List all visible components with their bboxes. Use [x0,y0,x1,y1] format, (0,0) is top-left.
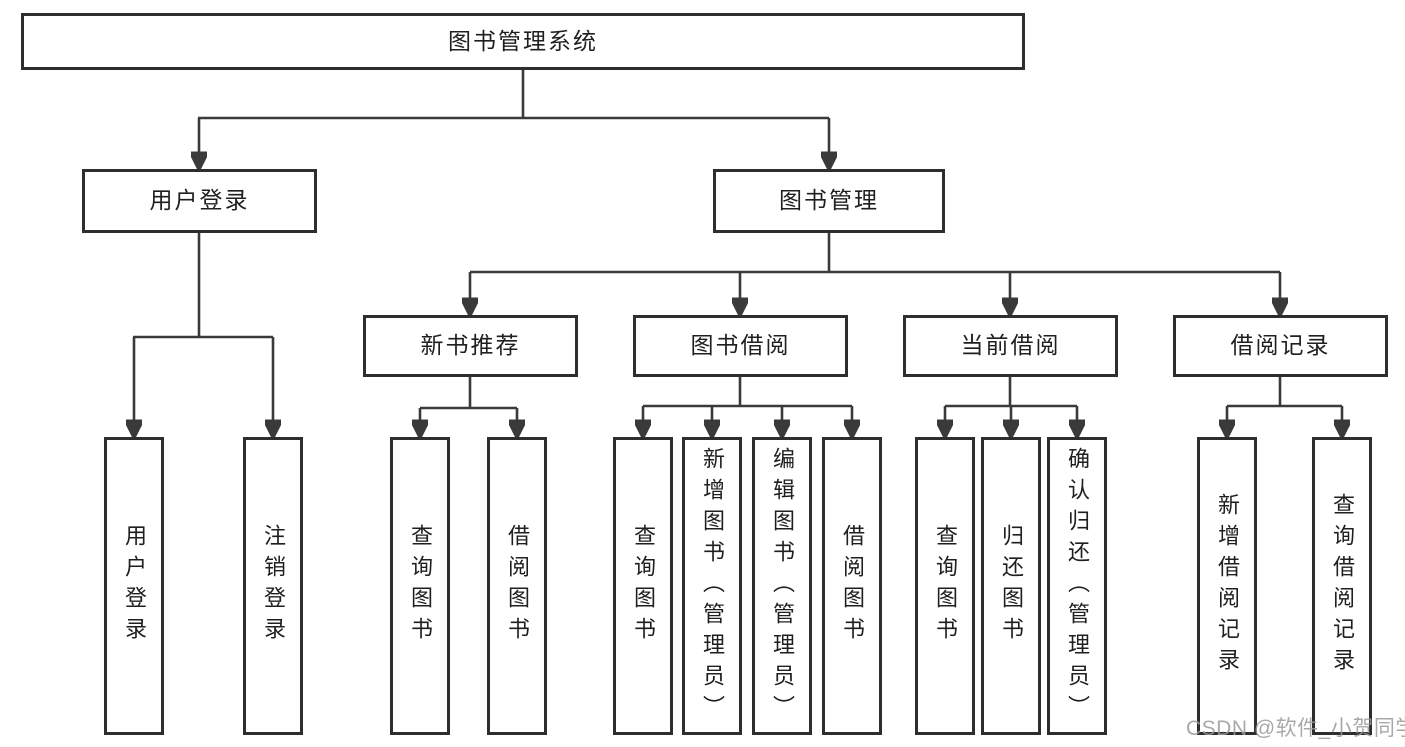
node-bb-query-book: 查询图书 [613,437,673,735]
node-book-mgmt-group: 图书管理 [713,169,945,233]
node-root: 图书管理系统 [21,13,1025,70]
connector-book-mgmt-group [470,233,1280,274]
node-new-book-rec: 新书推荐 [363,315,578,377]
node-bb-borrow-book: 借阅图书 [822,437,882,735]
node-br-add-record: 新增借阅记录 [1197,437,1257,735]
node-borrow-records: 借阅记录 [1173,315,1388,377]
node-cb-confirm-return: 确认归还（管理员） [1047,437,1107,735]
node-nbr-query-book: 查询图书 [390,437,450,735]
node-bb-edit-book: 编辑图书（管理员） [752,437,812,735]
connector-user-login-group [133,233,273,339]
connector-current-borrow [945,377,1077,408]
node-bb-add-book: 新增图书（管理员） [682,437,742,735]
connector-borrow-records [1227,377,1342,408]
node-current-borrow: 当前借阅 [903,315,1118,377]
node-logout: 注销登录 [243,437,303,735]
connector-book-borrow [643,377,852,408]
watermark: CSDN @软件_小贺同学 [1186,717,1405,740]
node-cb-return-book: 归还图书 [981,437,1041,735]
node-user-login: 用户登录 [104,437,164,735]
node-br-query-record: 查询借阅记录 [1312,437,1372,735]
node-cb-query-book: 查询图书 [915,437,975,735]
connector-root [198,69,829,120]
node-nbr-borrow-book: 借阅图书 [487,437,547,735]
node-book-borrow: 图书借阅 [633,315,848,377]
connector-new-book-rec [420,377,517,410]
node-user-login-group: 用户登录 [82,169,317,233]
